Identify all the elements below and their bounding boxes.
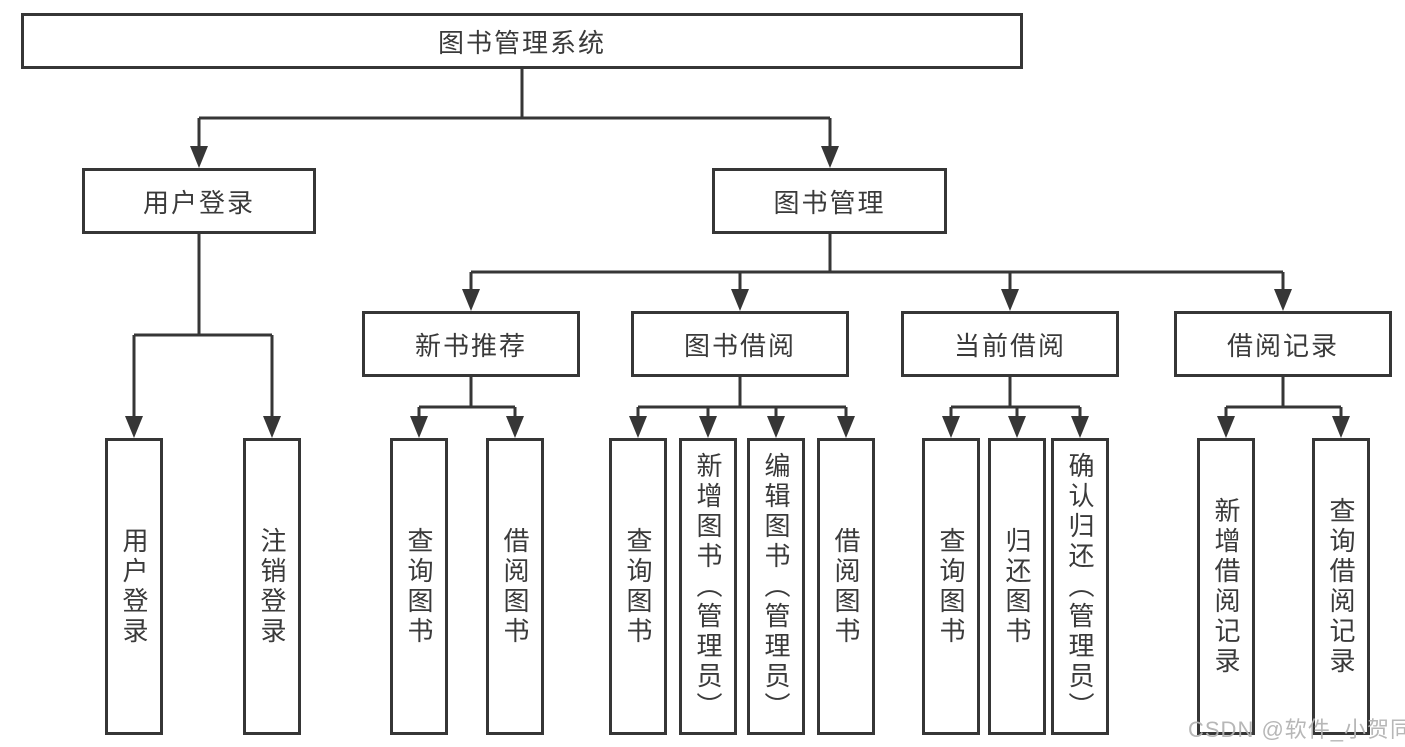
leaf-confirm-return-admin: 确认归还（管理员） (1051, 438, 1109, 735)
node-user-login: 用户登录 (82, 168, 316, 234)
leaf-add-book-admin: 新增图书（管理员） (679, 438, 737, 735)
leaf-borrow-books-recommend: 借阅图书 (486, 438, 544, 735)
csdn-watermark: CSDN @软件_小贺同学 (1188, 717, 1405, 742)
arrowheads (125, 146, 1350, 438)
node-book-management: 图书管理 (712, 168, 947, 234)
node-root-system: 图书管理系统 (21, 13, 1023, 69)
node-user-login-label: 用户登录 (142, 187, 255, 218)
leaf-borrow-books-borrow-label: 借阅图书 (831, 526, 861, 647)
leaf-logout-label: 注销登录 (257, 526, 287, 647)
leaf-borrow-books-recommend-label: 借阅图书 (500, 526, 530, 647)
node-borrow-records: 借阅记录 (1174, 311, 1392, 377)
leaf-user-login-label: 用户登录 (119, 526, 149, 647)
node-borrow-records-label: 借阅记录 (1226, 330, 1339, 361)
node-new-book-recommend-label: 新书推荐 (414, 330, 527, 361)
leaf-add-borrow-record: 新增借阅记录 (1197, 438, 1255, 735)
node-book-management-label: 图书管理 (773, 187, 886, 218)
leaf-query-books-borrow: 查询图书 (609, 438, 667, 735)
leaf-logout: 注销登录 (243, 438, 301, 735)
leaf-query-books-recommend-label: 查询图书 (404, 526, 434, 647)
node-current-borrow-label: 当前借阅 (953, 330, 1066, 361)
leaf-add-book-admin-label: 新增图书（管理员） (693, 451, 723, 722)
leaf-edit-book-admin-label: 编辑图书（管理员） (761, 451, 791, 722)
node-current-borrow: 当前借阅 (901, 311, 1119, 377)
leaf-query-borrow-record: 查询借阅记录 (1312, 438, 1370, 735)
node-new-book-recommend: 新书推荐 (362, 311, 580, 377)
leaf-return-book-label: 归还图书 (1002, 526, 1032, 647)
leaf-add-borrow-record-label: 新增借阅记录 (1211, 496, 1241, 677)
leaf-return-book: 归还图书 (988, 438, 1046, 735)
leaf-query-borrow-record-label: 查询借阅记录 (1326, 496, 1356, 677)
leaf-query-books-borrow-label: 查询图书 (623, 526, 653, 647)
leaf-confirm-return-admin-label: 确认归还（管理员） (1065, 451, 1095, 722)
node-book-borrow-label: 图书借阅 (683, 330, 796, 361)
leaf-edit-book-admin: 编辑图书（管理员） (747, 438, 805, 735)
leaf-borrow-books-borrow: 借阅图书 (817, 438, 875, 735)
node-root-label: 图书管理系统 (437, 27, 606, 58)
leaf-query-books-current: 查询图书 (922, 438, 980, 735)
leaf-user-login: 用户登录 (105, 438, 163, 735)
node-book-borrow: 图书借阅 (631, 311, 849, 377)
leaf-query-books-current-label: 查询图书 (936, 526, 966, 647)
leaf-query-books-recommend: 查询图书 (390, 438, 448, 735)
